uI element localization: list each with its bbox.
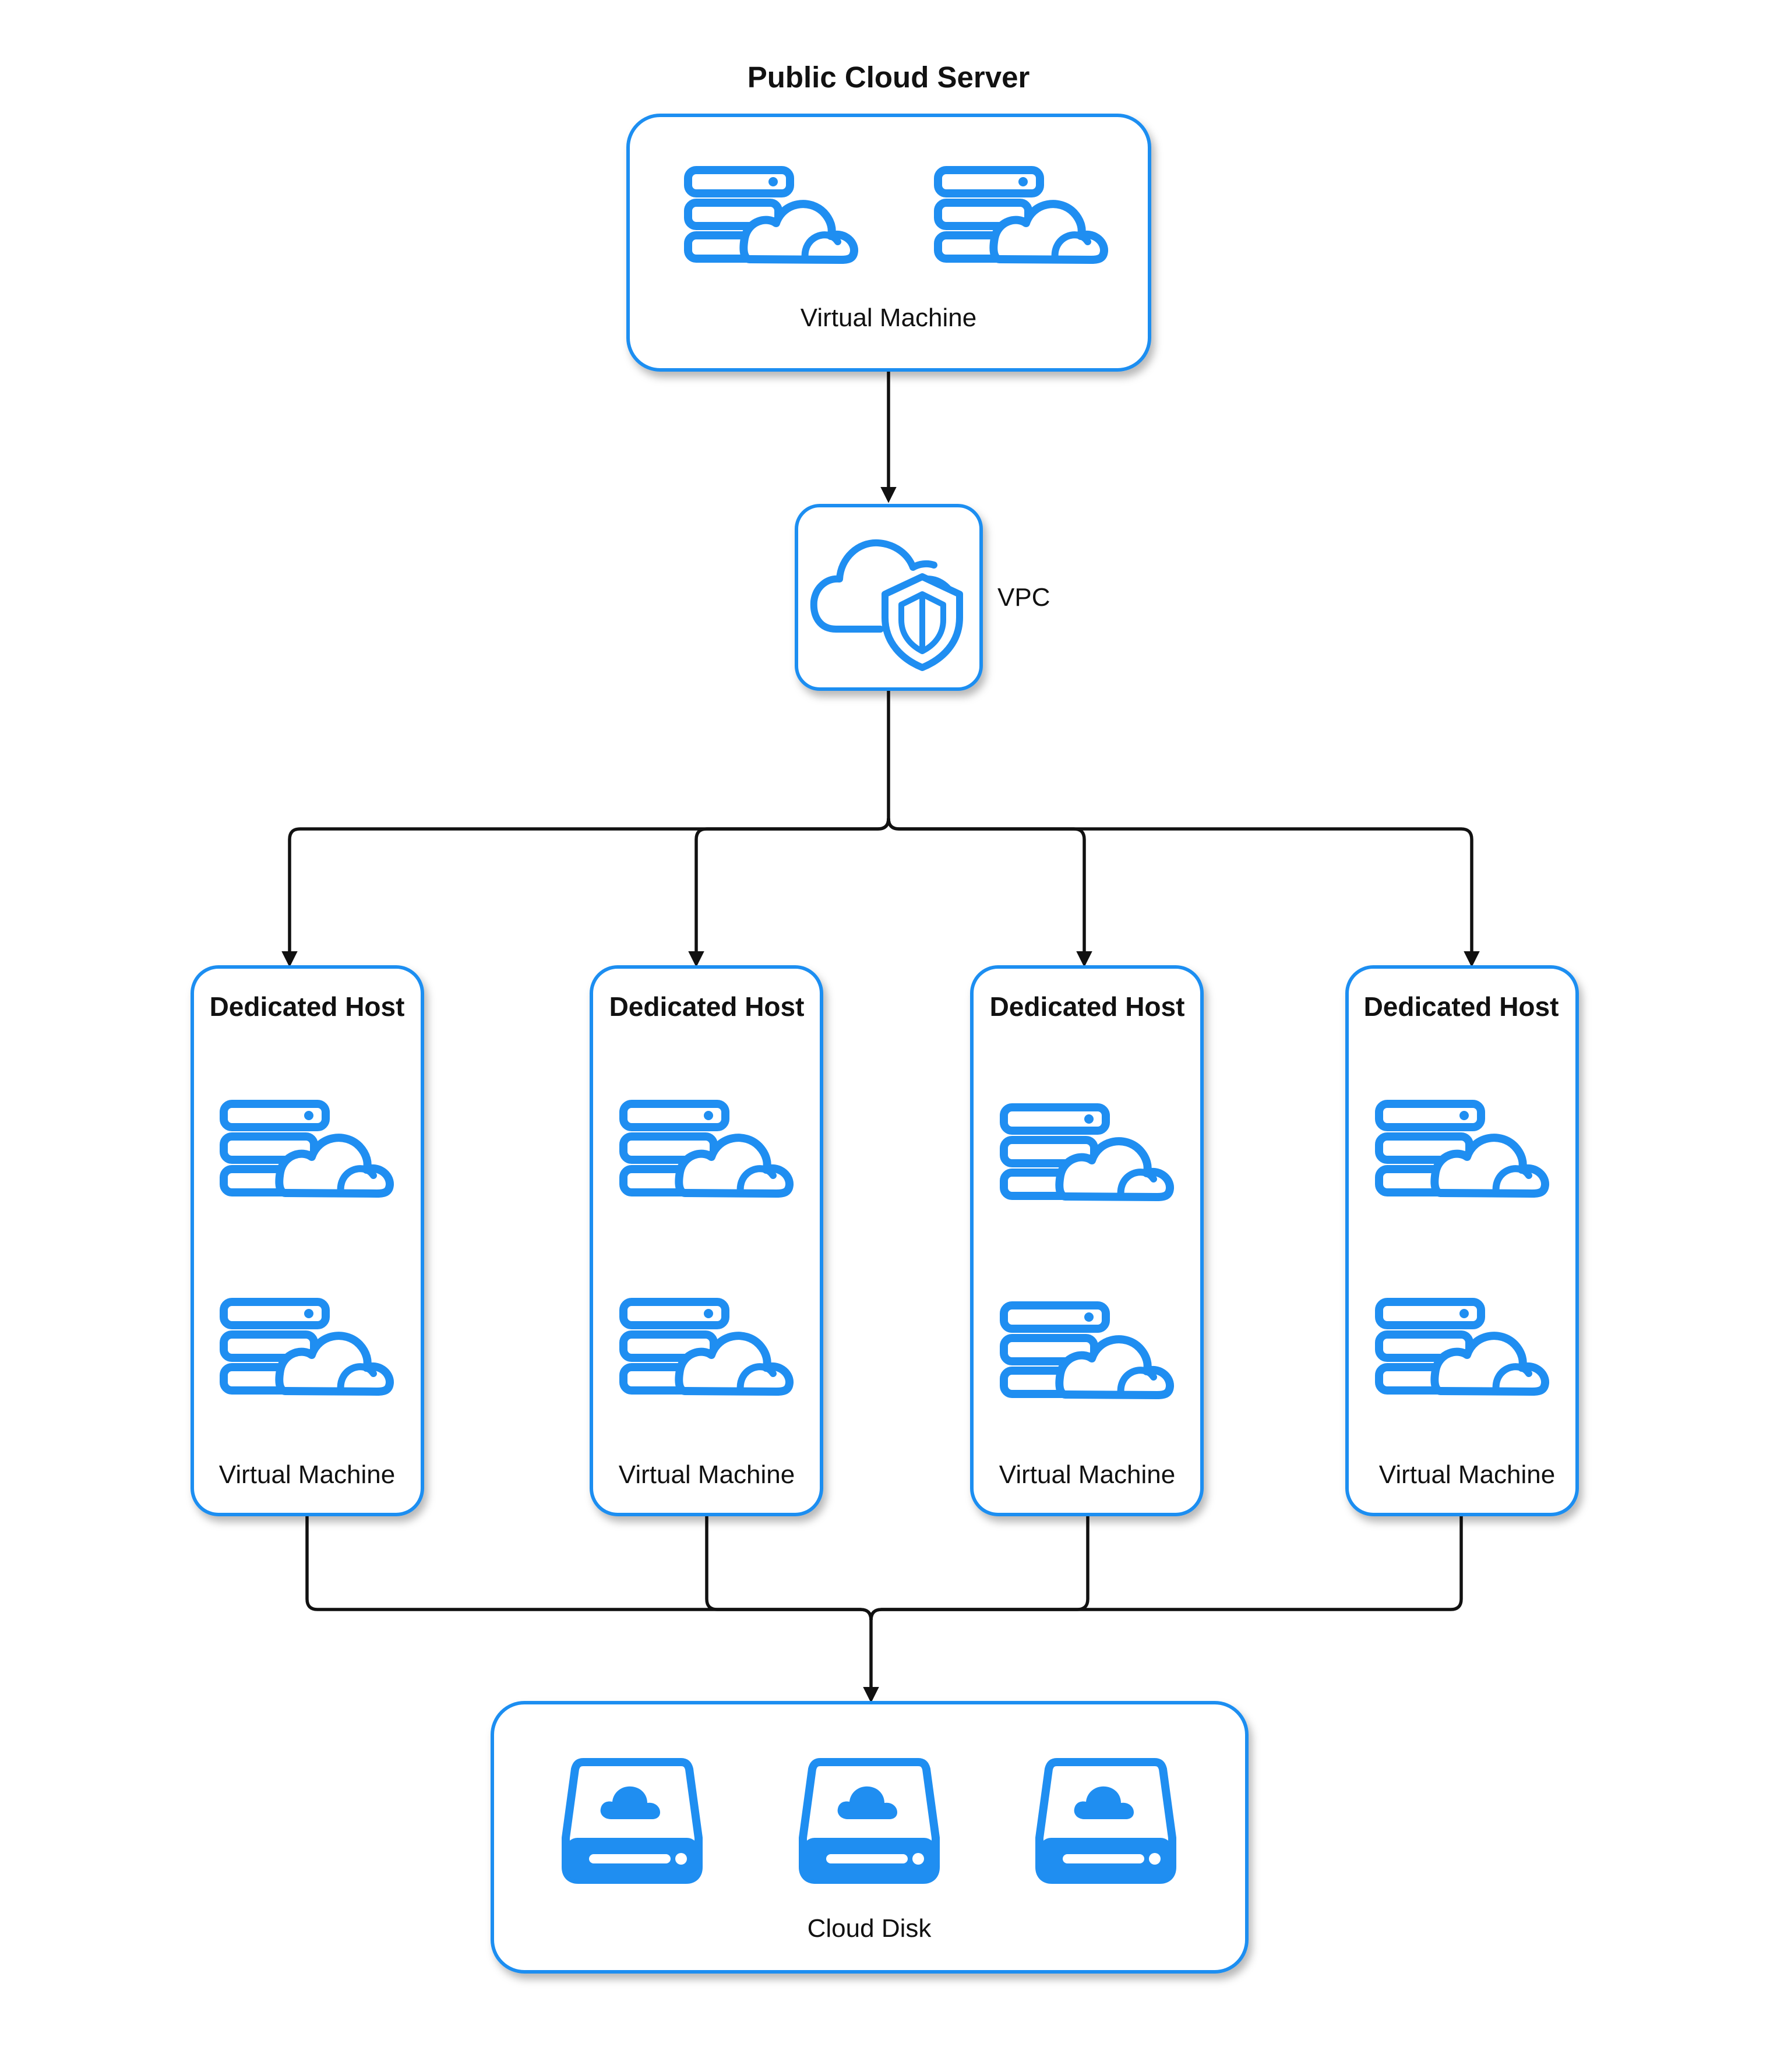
public-cloud-vm-label: Virtual Machine: [801, 303, 976, 332]
dedicated-host-4: Dedicated Host Virtual Machine: [1345, 965, 1579, 1516]
dedicated-host-box: [590, 965, 823, 1516]
connector-host-1-to-disk: [305, 1512, 879, 1703]
dedicated-host-vm-label: Virtual Machine: [999, 1460, 1175, 1489]
dedicated-host-title: Dedicated Host: [609, 991, 805, 1022]
dedicated-host-2: Dedicated Host Virtual Machine: [590, 965, 823, 1516]
dedicated-host-1: Dedicated Host Virtual Machine: [191, 965, 424, 1516]
dedicated-host-title: Dedicated Host: [1364, 991, 1559, 1022]
dedicated-host-title: Dedicated Host: [210, 991, 405, 1022]
connector-vpc-to-host-4: [887, 818, 1480, 968]
public-cloud-box: [626, 114, 1151, 372]
dedicated-host-vm-label: Virtual Machine: [619, 1460, 795, 1489]
connector-vpc-to-host-3: [887, 818, 1092, 968]
dedicated-host-vm-label: Virtual Machine: [219, 1460, 395, 1489]
dedicated-host-box: [191, 965, 424, 1516]
dedicated-host-vm-label: Virtual Machine: [1379, 1460, 1555, 1489]
public-cloud-vm-group: Virtual Machine: [626, 114, 1151, 372]
connector-vpc-to-host-1: [281, 687, 890, 968]
cloud-disk-label: Cloud Disk: [808, 1914, 932, 1943]
cloud-disk-box: [491, 1701, 1249, 1974]
connector-host-3-to-disk: [869, 1512, 1090, 1621]
cloud-disk-group: Cloud Disk: [491, 1701, 1249, 1974]
connector-host-2-to-disk: [705, 1512, 873, 1621]
vpc-label: VPC: [997, 583, 1050, 612]
connector-host-4-to-disk: [869, 1512, 1463, 1621]
vpc-node: VPC: [795, 504, 1050, 691]
dedicated-host-box: [970, 965, 1204, 1516]
dedicated-host-3: Dedicated Host Virtual Machine: [970, 965, 1204, 1516]
dedicated-host-title: Dedicated Host: [990, 991, 1185, 1022]
public-cloud-title: Public Cloud Server: [748, 61, 1030, 94]
connector-vpc-to-host-2: [688, 818, 890, 968]
dedicated-host-box: [1345, 965, 1579, 1516]
